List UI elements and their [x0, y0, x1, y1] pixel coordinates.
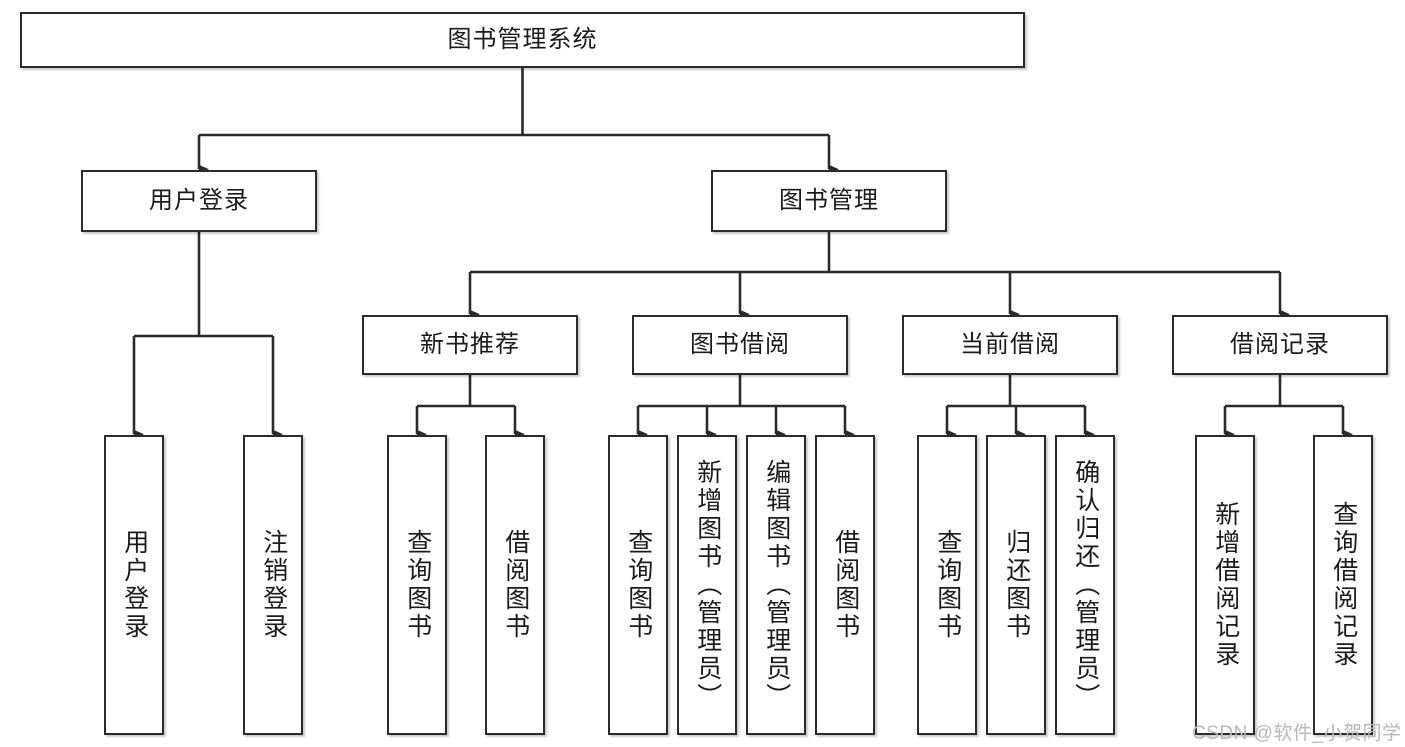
node-leaf-borrow-query[interactable]: 查询图书: [608, 435, 668, 735]
node-label: 用户登录: [149, 186, 249, 214]
node-label: 注销登录: [259, 529, 288, 641]
node-leaf-cur-query[interactable]: 查询图书: [917, 435, 977, 735]
node-label: 借阅记录: [1230, 330, 1330, 358]
node-label: 当前借阅: [960, 330, 1060, 358]
node-leaf-rec-query[interactable]: 查询图书: [387, 435, 447, 735]
node-label: 查询图书: [403, 529, 432, 641]
node-book-manage[interactable]: 图书管理: [711, 170, 947, 232]
node-leaf-borrow-edit[interactable]: 编辑图书（管理员）: [746, 435, 806, 735]
node-leaf-user-login[interactable]: 用户登录: [104, 435, 164, 735]
node-current-borrow[interactable]: 当前借阅: [902, 315, 1118, 375]
node-book-borrow[interactable]: 图书借阅: [632, 315, 848, 375]
node-label: 图书管理: [779, 186, 879, 214]
node-borrow-record[interactable]: 借阅记录: [1172, 315, 1388, 375]
node-leaf-user-logout[interactable]: 注销登录: [243, 435, 303, 735]
node-new-book-rec[interactable]: 新书推荐: [362, 315, 578, 375]
node-root[interactable]: 图书管理系统: [20, 12, 1025, 68]
node-label: 新书推荐: [420, 330, 520, 358]
node-label: 用户登录: [120, 529, 149, 641]
node-leaf-borrow-add[interactable]: 新增图书（管理员）: [677, 435, 737, 735]
node-label: 查询图书: [933, 529, 962, 641]
node-label: 归还图书: [1002, 529, 1031, 641]
node-leaf-rec-add[interactable]: 新增借阅记录: [1195, 435, 1255, 735]
node-label: 图书借阅: [690, 330, 790, 358]
node-leaf-rec-search[interactable]: 查询借阅记录: [1313, 435, 1373, 735]
node-label: 查询借阅记录: [1329, 501, 1358, 669]
node-label: 图书管理系统: [447, 25, 598, 53]
node-user-login[interactable]: 用户登录: [81, 170, 317, 232]
node-label: 新增借阅记录: [1211, 501, 1240, 669]
node-leaf-cur-return[interactable]: 归还图书: [986, 435, 1046, 735]
node-leaf-rec-borrow[interactable]: 借阅图书: [485, 435, 545, 735]
node-label: 新增图书（管理员）: [693, 459, 722, 711]
node-label: 确认归还（管理员）: [1071, 459, 1100, 711]
node-label: 借阅图书: [501, 529, 530, 641]
node-label: 查询图书: [624, 529, 653, 641]
node-label: 借阅图书: [831, 529, 860, 641]
node-label: 编辑图书（管理员）: [762, 459, 791, 711]
node-leaf-borrow-lend[interactable]: 借阅图书: [815, 435, 875, 735]
node-leaf-cur-confirm[interactable]: 确认归还（管理员）: [1055, 435, 1115, 735]
